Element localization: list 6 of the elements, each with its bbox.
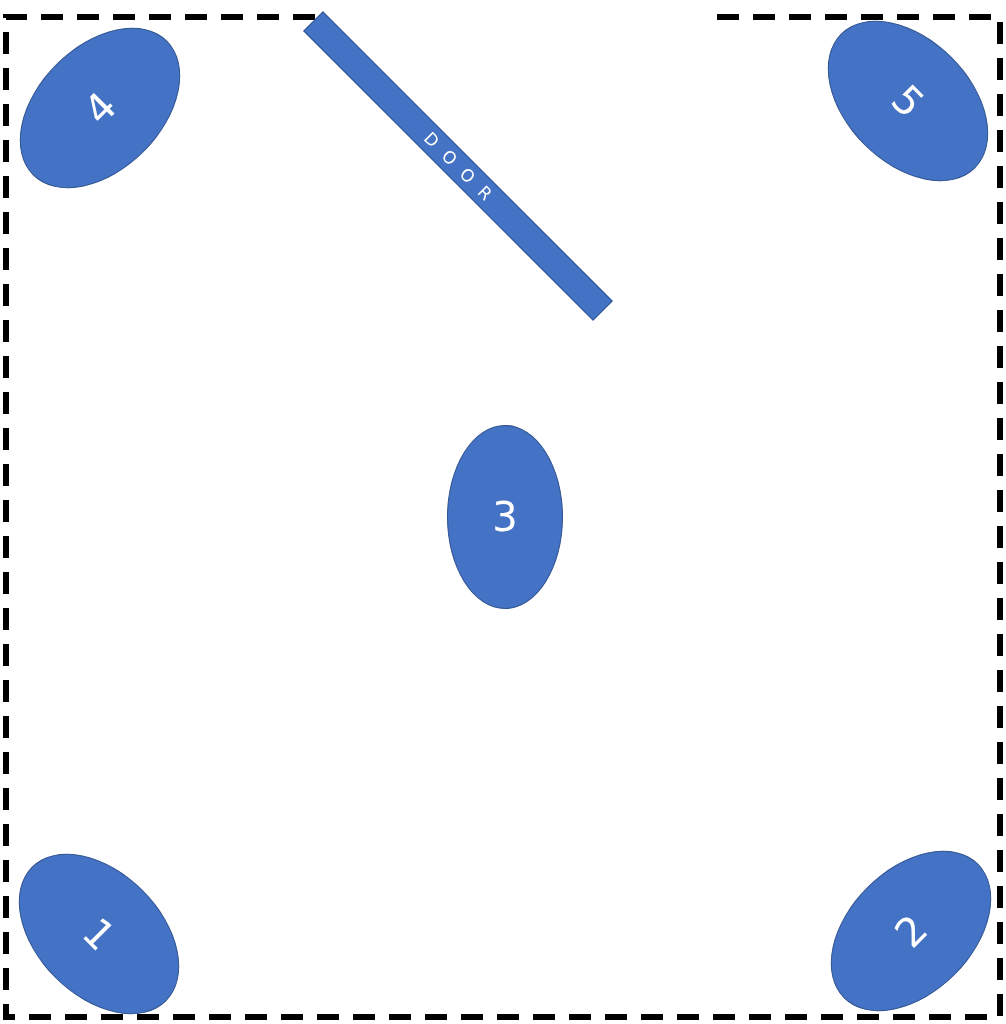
seat-number: 5: [882, 75, 934, 127]
seat-number: 3: [492, 494, 518, 540]
seat-number: 2: [885, 905, 937, 957]
room-outline: [3, 14, 1003, 1020]
seat-number: 4: [74, 82, 126, 134]
seat-number: 1: [73, 908, 125, 960]
